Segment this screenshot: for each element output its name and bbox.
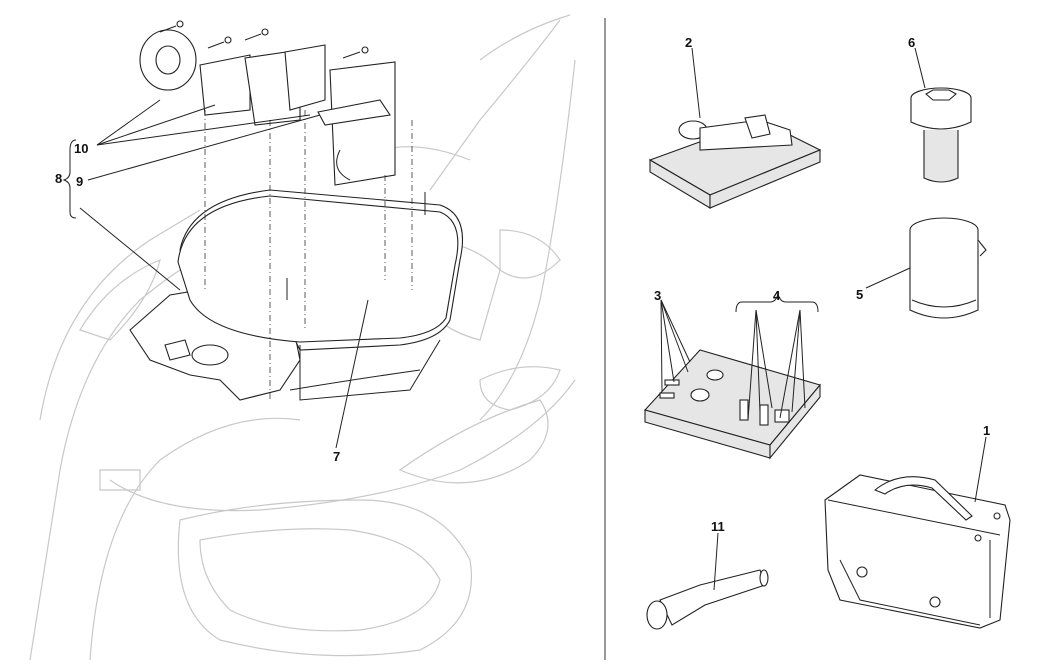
bulb-fuse-tray-drawing [643,293,821,460]
callout-5: 5 [856,287,864,302]
strap-assembly [139,29,396,186]
tool-tray-drawing [648,47,822,209]
car-body-outline [29,14,576,661]
tub-seal-ring [177,195,459,343]
bolts [159,20,426,300]
leader-lines-left [62,99,369,449]
trim-panel-latch [164,339,191,361]
callout-8: 8 [55,171,63,186]
callout-6: 6 [908,35,916,50]
callout-11: 11 [711,519,725,534]
callout-7: 7 [333,449,341,464]
flashlight-drawing [646,532,769,630]
callout-2: 2 [685,35,693,50]
trim-panel-hole [191,344,229,366]
callout-1: 1 [983,423,991,438]
assembly-lines [204,110,413,400]
cylinder-case-drawing [865,217,987,319]
callout-10: 10 [74,141,89,156]
callout-9: 9 [76,174,84,189]
tool-bag-drawing [824,436,1011,629]
callout-3: 3 [654,288,662,303]
socket-drawing [910,47,972,183]
callout-4: 4 [773,288,781,303]
